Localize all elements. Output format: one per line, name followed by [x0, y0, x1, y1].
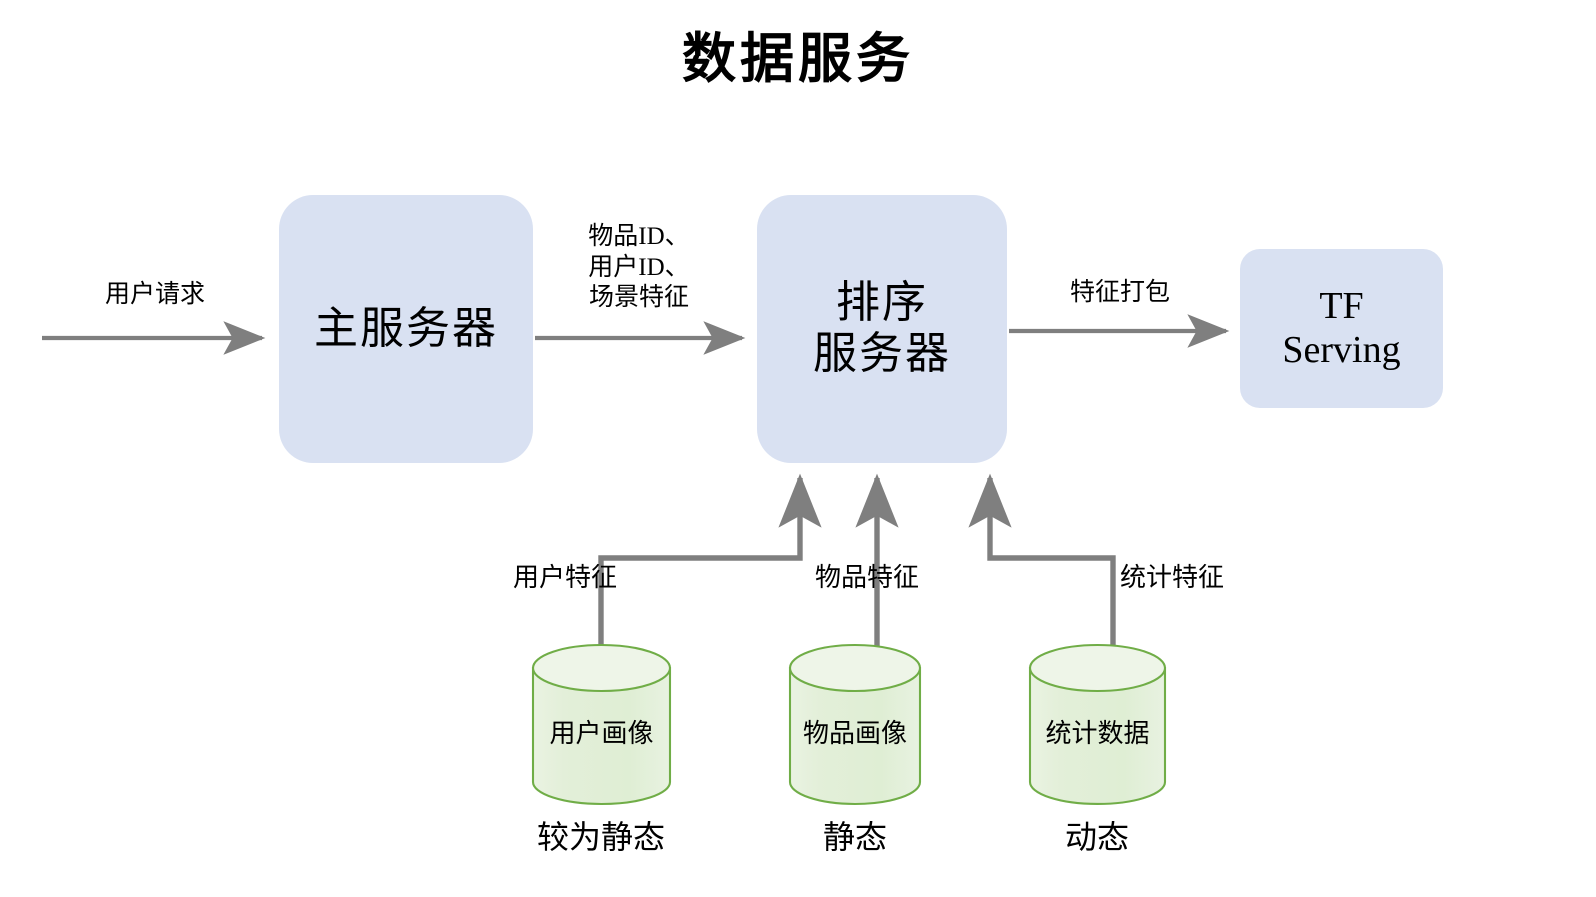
edge-request-label: 用户请求: [104, 281, 205, 308]
edge-user-feature-label: 用户特征: [513, 563, 618, 592]
datastore-user-profile-state: 较为静态: [536, 819, 665, 855]
edge-stat-feature-label: 统计特征: [1120, 563, 1225, 592]
page-title: 数据服务: [682, 29, 914, 89]
datastore-stat-data-shape: [1028, 643, 1167, 806]
datastore-user-profile-shape: [531, 643, 672, 806]
datastore-item-profile-label: 物品画像: [802, 719, 907, 748]
node-ranking-server-shape: [757, 195, 1007, 463]
datastore-item-profile-state: 静态: [822, 819, 887, 855]
edge-ids-label: 物品ID、 用户ID、 场景特征: [588, 223, 690, 311]
node-tf-serving-shape: [1240, 249, 1443, 408]
datastore-stat-data-state: 动态: [1064, 819, 1129, 855]
edge-user-feature-connector: [598, 473, 822, 648]
edge-item-feature-label: 物品特征: [815, 563, 920, 592]
datastore-user-profile-label: 用户画像: [549, 719, 654, 748]
edge-pack-label: 特征打包: [1069, 279, 1170, 306]
edge-stat-feature-connector: [968, 473, 1116, 648]
datastore-stat-data-label: 统计数据: [1045, 719, 1150, 748]
node-main-server-shape: [279, 195, 533, 463]
datastore-item-profile-shape: [788, 643, 922, 806]
